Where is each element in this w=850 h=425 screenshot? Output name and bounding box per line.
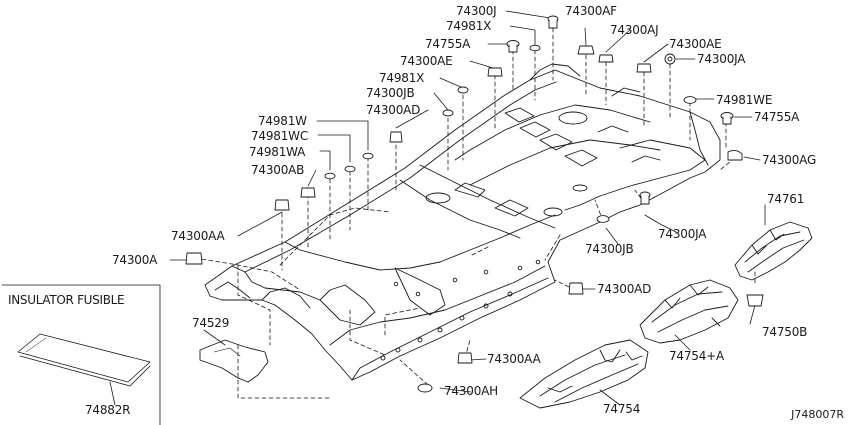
plug-74300AA-left bbox=[274, 199, 290, 211]
label-74300AD-bottom: 74300AD bbox=[597, 282, 652, 296]
sheet-74882R bbox=[17, 333, 151, 383]
clip-74300JA-bottom bbox=[639, 191, 651, 205]
insulator-74754 bbox=[519, 339, 649, 409]
label-74300AJ: 74300AJ bbox=[610, 23, 659, 37]
plug-74300AD-top bbox=[389, 131, 403, 143]
label-74300AH: 74300AH bbox=[444, 384, 499, 398]
fasteners bbox=[185, 15, 764, 393]
plug-74300AD-bottom bbox=[568, 282, 584, 295]
plug-74300AB bbox=[300, 187, 316, 198]
label-74300JB-bottom: 74300JB bbox=[585, 242, 634, 256]
plug-74981X-top bbox=[529, 44, 541, 52]
label-74300A: 74300A bbox=[112, 253, 158, 267]
plug-74981WC bbox=[344, 165, 356, 173]
clip-74300JA-top bbox=[664, 53, 676, 65]
label-74761: 74761 bbox=[767, 192, 805, 206]
label-74300AD-top: 74300AD bbox=[366, 103, 421, 117]
label-74300AA-left: 74300AA bbox=[171, 229, 225, 243]
label-74529: 74529 bbox=[192, 316, 230, 330]
label-74882R: 74882R bbox=[85, 403, 131, 417]
reference-code: J748007R bbox=[791, 408, 844, 421]
plug-74300AA-bottom bbox=[457, 352, 473, 364]
label-74300AE-left: 74300AE bbox=[400, 54, 453, 68]
clip-74300J bbox=[547, 15, 559, 29]
label-74981W: 74981W bbox=[258, 114, 307, 128]
label-74755A-top: 74755A bbox=[425, 37, 471, 51]
plug-74300AF bbox=[577, 45, 595, 55]
label-74981X-top: 74981X bbox=[446, 19, 492, 33]
plug-74981WE bbox=[683, 96, 697, 104]
label-74300AF: 74300AF bbox=[565, 4, 617, 18]
solid-leaders bbox=[109, 10, 766, 406]
insulator-74761 bbox=[734, 221, 813, 281]
label-74300JA-bottom: 74300JA bbox=[658, 227, 707, 241]
label-74300AB: 74300AB bbox=[251, 163, 305, 177]
plug-74300A bbox=[185, 252, 203, 265]
plug-74300AG bbox=[727, 149, 743, 161]
label-74300JA-top: 74300JA bbox=[697, 52, 746, 66]
plug-74300JB-bottom bbox=[596, 215, 610, 223]
label-74300AE-right: 74300AE bbox=[669, 37, 722, 51]
label-74300JB-top: 74300JB bbox=[366, 86, 415, 100]
pad-74529 bbox=[199, 339, 269, 383]
label-74300AA-bottom: 74300AA bbox=[487, 352, 541, 366]
label-74300AG: 74300AG bbox=[762, 153, 817, 167]
label-74981WA: 74981WA bbox=[249, 145, 306, 159]
plug-74981W bbox=[362, 152, 374, 160]
inset-box bbox=[1, 284, 161, 425]
plug-74300JB-top bbox=[442, 109, 454, 117]
plug-74300AH bbox=[417, 383, 433, 393]
dashed-leaders bbox=[194, 27, 756, 399]
label-74981WC: 74981WC bbox=[251, 129, 309, 143]
floor-panel bbox=[204, 63, 721, 381]
clip-74755A-top bbox=[506, 40, 520, 53]
label-74754A: 74754+A bbox=[669, 349, 725, 363]
label-74981WE: 74981WE bbox=[716, 93, 773, 107]
clip-74755A-right bbox=[720, 112, 734, 125]
label-74981X-left: 74981X bbox=[379, 71, 425, 85]
plug-74300AJ bbox=[598, 54, 614, 63]
plug-74300AE-left bbox=[487, 67, 503, 77]
inset-title: INSULATOR FUSIBLE bbox=[8, 293, 125, 307]
insulator-74754A bbox=[639, 279, 739, 344]
plug-74300AE-right bbox=[636, 63, 652, 73]
plug-74981WA bbox=[324, 172, 336, 180]
plug-74981X-left bbox=[457, 86, 469, 94]
label-74754: 74754 bbox=[603, 402, 641, 416]
nut-74750B bbox=[746, 294, 764, 307]
label-74300J: 74300J bbox=[456, 4, 497, 18]
label-74750B: 74750B bbox=[762, 325, 808, 339]
label-74755A-right: 74755A bbox=[754, 110, 800, 124]
